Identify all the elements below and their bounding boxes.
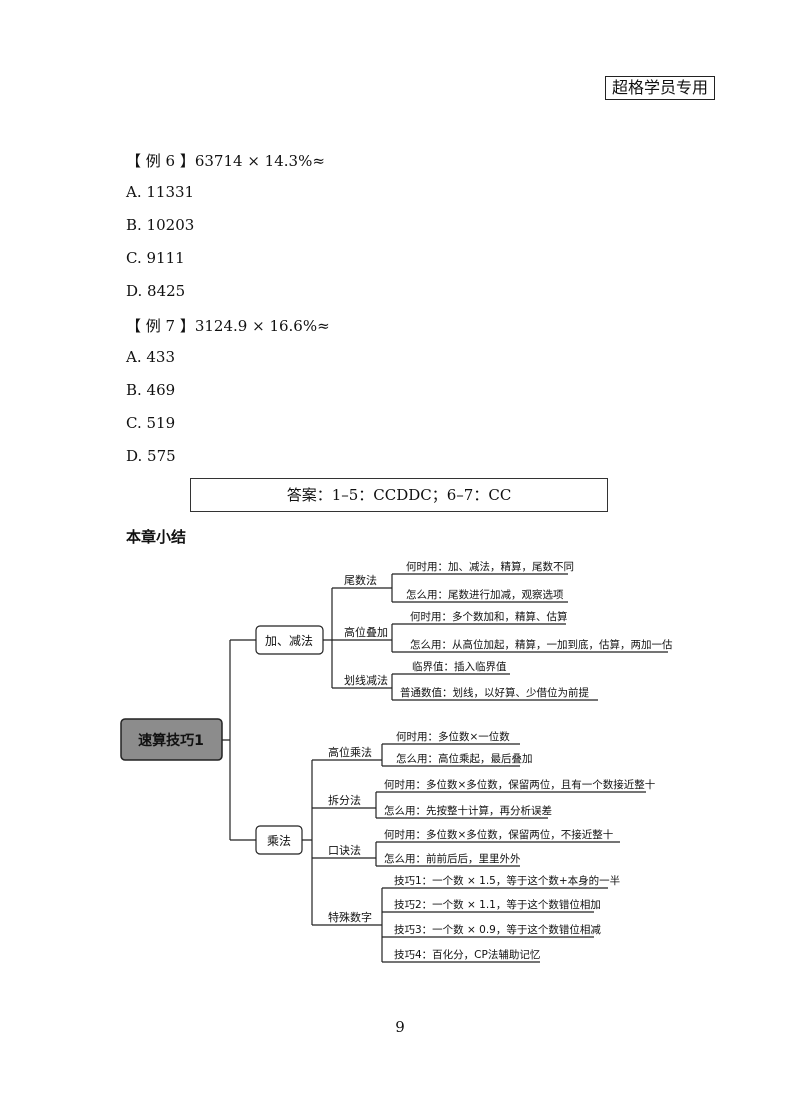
topic-gaowei-mul: 高位乘法 — [328, 745, 372, 759]
question-7-option-b: B. 469 — [126, 381, 176, 399]
root-node — [120, 718, 223, 761]
question-6-stem: 【 例 6 】63714 × 14.3%≈ — [126, 152, 325, 170]
branch-add-label: 加、减法 — [265, 634, 313, 648]
leaf-gaowei-add-how: 怎么用：从高位加起，精算，一加到底，估算，两加一估 — [410, 638, 673, 651]
branch-add-node — [255, 625, 324, 655]
branch-mul-label: 乘法 — [267, 834, 291, 848]
answer-box: 答案：1–5：CCDDC；6–7：CC — [190, 478, 608, 512]
question-7-option-d: D. 575 — [126, 447, 176, 465]
leaf-weishu-when: 何时用：加、减法，精算，尾数不同 — [406, 560, 574, 573]
question-6-option-b: B. 10203 — [126, 216, 195, 234]
section-title: 本章小结 — [126, 528, 187, 546]
topic-weishu: 尾数法 — [344, 573, 377, 587]
leaf-chaifen-how: 怎么用：先按整十计算，再分析误差 — [384, 804, 552, 817]
topic-koujue: 口诀法 — [328, 843, 361, 857]
topic-chaifen: 拆分法 — [328, 793, 361, 807]
topic-huaxian: 划线减法 — [344, 673, 388, 687]
question-7-option-a: A. 433 — [126, 348, 175, 366]
branch-mul-node — [255, 825, 303, 855]
leaf-gaowei-mul-how: 怎么用：高位乘起，最后叠加 — [396, 752, 533, 765]
question-6-option-c: C. 9111 — [126, 249, 185, 267]
question-6-option-d: D. 8425 — [126, 282, 186, 300]
leaf-teshu-1: 技巧1：一个数 × 1.5，等于这个数+本身的一半 — [394, 874, 620, 887]
topic-teshu: 特殊数字 — [328, 910, 372, 924]
question-6-option-a: A. 11331 — [126, 183, 195, 201]
leaf-gaowei-add-when: 何时用：多个数加和，精算、估算 — [410, 610, 568, 623]
leaf-teshu-2: 技巧2：一个数 × 1.1，等于这个数错位相加 — [394, 898, 601, 911]
leaf-koujue-when: 何时用：多位数×多位数，保留两位，不接近整十 — [384, 828, 613, 841]
leaf-koujue-how: 怎么用：前前后后，里里外外 — [384, 852, 521, 865]
question-7-option-c: C. 519 — [126, 414, 176, 432]
page-number: 9 — [395, 1018, 405, 1036]
root-label: 速算技巧1 — [138, 732, 204, 749]
leaf-chaifen-when: 何时用：多位数×多位数，保留两位，且有一个数接近整十 — [384, 778, 655, 791]
leaf-gaowei-mul-when: 何时用：多位数×一位数 — [396, 730, 510, 743]
question-7-stem: 【 例 7 】3124.9 × 16.6%≈ — [126, 317, 330, 335]
leaf-huaxian-normal: 普通数值：划线，以好算、少借位为前提 — [400, 686, 589, 699]
topic-gaowei-add: 高位叠加 — [344, 625, 388, 639]
leaf-teshu-3: 技巧3：一个数 × 0.9，等于这个数错位相减 — [394, 923, 601, 936]
exclusive-badge: 超格学员专用 — [605, 76, 716, 100]
leaf-huaxian-critical: 临界值：插入临界值 — [412, 660, 507, 673]
leaf-teshu-4: 技巧4：百化分，CP法辅助记忆 — [394, 948, 540, 961]
leaf-weishu-how: 怎么用：尾数进行加减，观察选项 — [406, 588, 564, 601]
